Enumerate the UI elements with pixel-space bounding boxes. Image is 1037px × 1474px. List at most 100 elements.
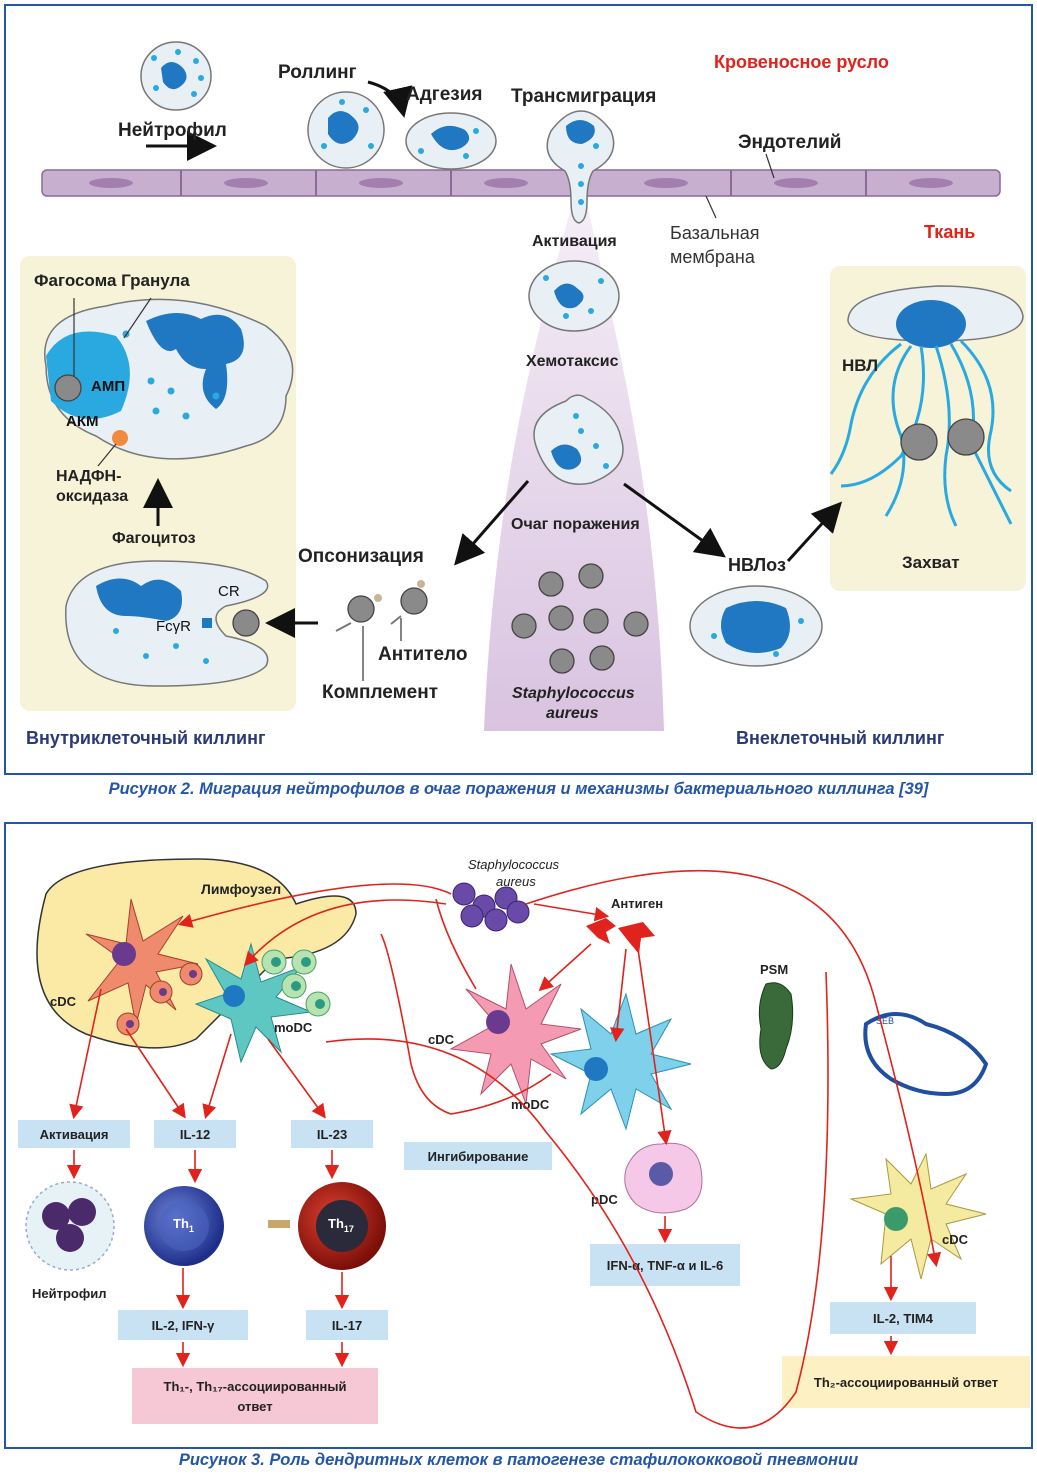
label-psm: PSM <box>760 962 788 977</box>
inhibition-box <box>404 1142 552 1170</box>
antigen-shapes <box>586 918 655 954</box>
il12-box <box>154 1120 236 1148</box>
label-modc-mid: moDC <box>511 1097 550 1112</box>
label-activation: Активация <box>532 233 617 250</box>
label-il2-ifng: IL-2, IFN-γ <box>152 1318 216 1333</box>
label-modc-left: moDC <box>274 1020 313 1035</box>
label-capture: Захват <box>902 553 960 572</box>
granule-pointer <box>123 297 152 339</box>
label-chemotaxis: Хемотаксис <box>526 353 619 370</box>
label-fcgr: FcγR <box>156 618 191 635</box>
cdc-cell-right <box>849 1152 987 1280</box>
label-phagosome-granule: Фагосома Гранула <box>34 271 190 290</box>
th1-th17-response-box <box>132 1368 378 1424</box>
seb-protein <box>863 1012 989 1097</box>
label-inhibition: Ингибирование <box>428 1149 529 1164</box>
endothelium-layer <box>41 169 1001 197</box>
label-th2-response: Th₂-ассоциированный ответ <box>814 1375 998 1390</box>
neutrophil-cell-rolling <box>307 91 385 169</box>
neutrophil-cell-blood <box>140 41 212 111</box>
cdc-cell-mid <box>449 963 582 1105</box>
opsonized-bacteria <box>335 580 428 632</box>
label-amp: АМП <box>91 378 125 395</box>
label-phagocytosis: Фагоцитоз <box>112 530 196 547</box>
neutrophil-cell-activated <box>528 260 620 332</box>
to-opsonization-arrow <box>454 480 530 566</box>
activation-box <box>18 1120 130 1148</box>
label-transmigration: Трансмиграция <box>511 86 656 107</box>
label-cr: CR <box>218 583 240 600</box>
label-akm: АКМ <box>66 413 98 430</box>
ifn-tnf-box <box>590 1244 740 1286</box>
figure-3-frame: Лимфоузел cDC moDC Staphylococcus aureus… <box>4 822 1033 1449</box>
label-nvloz: НВЛоз <box>728 555 786 575</box>
label-th1: Th1 <box>173 1216 194 1234</box>
label-antibody: Антитело <box>378 644 467 665</box>
staphylococcus-cluster-fig3 <box>452 882 530 932</box>
neutrophil-cell-chemotaxis <box>533 394 624 485</box>
plasma-cells <box>116 962 203 1036</box>
label-il12: IL-12 <box>180 1127 210 1142</box>
th2-response-box <box>782 1356 1030 1408</box>
rolling-adhesion-arrow <box>367 80 413 118</box>
label-bacteria-2: aureus <box>546 705 599 722</box>
label-cdc-mid: cDC <box>428 1032 455 1047</box>
label-th17: Th17 <box>328 1216 354 1234</box>
label-endothelium: Эндотелий <box>738 132 842 153</box>
label-bacteria-fig3-2: aureus <box>496 874 536 889</box>
figure-3-diagram: Лимфоузел cDC moDC Staphylococcus aureus… <box>18 857 1030 1429</box>
netosis-cell <box>689 585 823 667</box>
neutrophil-cell-transmigration <box>546 110 615 224</box>
figure-2-frame: Нейтрофил Роллинг Адгезия Трансмиграция … <box>4 4 1033 775</box>
basal-membrane-pointer <box>705 195 717 219</box>
staphylococcus-cluster <box>511 563 649 674</box>
to-nvloz-arrow <box>623 482 726 558</box>
modc-cell-mid <box>549 992 692 1131</box>
label-tissue: Ткань <box>924 222 975 242</box>
label-neutrophil-fig3: Нейтрофил <box>32 1286 106 1301</box>
il2-tim4-box <box>830 1302 976 1334</box>
psm-molecule <box>758 982 794 1070</box>
red-arrows <box>66 869 942 1429</box>
label-lymph-node: Лимфоузел <box>201 881 281 897</box>
label-ifn-tnf: IFN-α, TNF-α и IL-6 <box>607 1258 723 1273</box>
label-rolling: Роллинг <box>278 62 357 83</box>
phagocytosing-cell <box>65 560 269 687</box>
net-structure <box>829 285 1024 527</box>
label-th1-th17-response-2: ответ <box>237 1399 272 1414</box>
label-intracellular-killing: Внутриклеточный киллинг <box>26 728 266 748</box>
label-seb: SEB <box>876 1016 894 1026</box>
figure-2-caption: Рисунок 2. Миграция нейтрофилов в очаг п… <box>108 780 929 798</box>
label-lesion: Очаг поражения <box>511 516 640 533</box>
th-connector <box>268 1220 290 1228</box>
t-cells-lymph-node <box>261 949 331 1017</box>
neutrophil-cell-adhesion <box>405 112 497 170</box>
label-antigen: Антиген <box>611 896 663 911</box>
endothelium-pointer <box>765 153 775 179</box>
label-th1-th17-response-1: Th₁-, Th₁₇-ассоциированный <box>164 1379 347 1394</box>
label-pdc: pDC <box>591 1192 618 1207</box>
label-opsonization: Опсонизация <box>298 546 424 567</box>
label-neutrophil: Нейтрофил <box>118 120 227 141</box>
label-basal-membrane-1: Базальная <box>670 223 759 243</box>
il2-ifng-box <box>118 1310 248 1340</box>
label-adhesion: Адгезия <box>406 84 482 105</box>
label-nvl: НВЛ <box>842 356 878 375</box>
label-basal-membrane-2: мембрана <box>670 247 756 267</box>
il17-box <box>306 1310 388 1340</box>
phagocyte-cell <box>44 298 294 460</box>
cdc-cell-lymph-node <box>85 898 199 1026</box>
label-nadph-2: оксидаза <box>56 488 128 505</box>
neutrophil-cell-fig3 <box>25 1181 115 1271</box>
il23-box <box>291 1120 373 1148</box>
label-complement: Комплемент <box>322 682 438 703</box>
to-capture-arrow <box>786 501 843 563</box>
label-bacteria-fig3-1: Staphylococcus <box>468 857 560 872</box>
label-extracellular-killing: Внеклеточный киллинг <box>736 728 945 748</box>
label-il23: IL-23 <box>317 1127 347 1142</box>
lymph-node <box>36 858 357 1049</box>
figure-2-diagram: Нейтрофил Роллинг Адгезия Трансмиграция … <box>20 41 1026 748</box>
label-activation-fig3: Активация <box>40 1127 109 1142</box>
nadph-pointer <box>97 443 117 467</box>
pdc-cell <box>624 1142 703 1214</box>
